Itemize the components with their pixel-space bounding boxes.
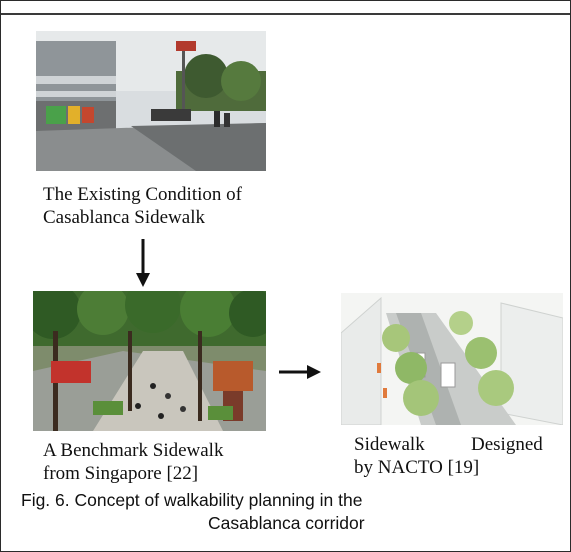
caption-benchmark-line2: from Singapore [22] — [43, 463, 199, 484]
top-border — [1, 1, 570, 15]
caption-benchmark-line1: A Benchmark Sidewalk — [43, 440, 224, 461]
caption-nacto-line2: by NACTO [19] — [354, 457, 480, 478]
caption-nacto-word1: Sidewalk — [354, 434, 425, 455]
caption-nacto-word2: Designed — [471, 434, 543, 455]
down-arrow-icon — [136, 239, 150, 287]
caption-existing-line1: The Existing Condition of — [43, 184, 242, 205]
photo-existing-casablanca-sidewalk — [36, 31, 266, 171]
photo-benchmark-singapore — [33, 291, 266, 431]
right-arrow-icon — [279, 365, 321, 379]
figure-caption-line1: Fig. 6. Concept of walkability planning … — [21, 490, 363, 510]
figure-caption-line2: Casablanca corridor — [208, 513, 365, 533]
photo-nacto-design — [341, 293, 563, 425]
caption-existing-line2: Casablanca Sidewalk — [43, 207, 205, 228]
